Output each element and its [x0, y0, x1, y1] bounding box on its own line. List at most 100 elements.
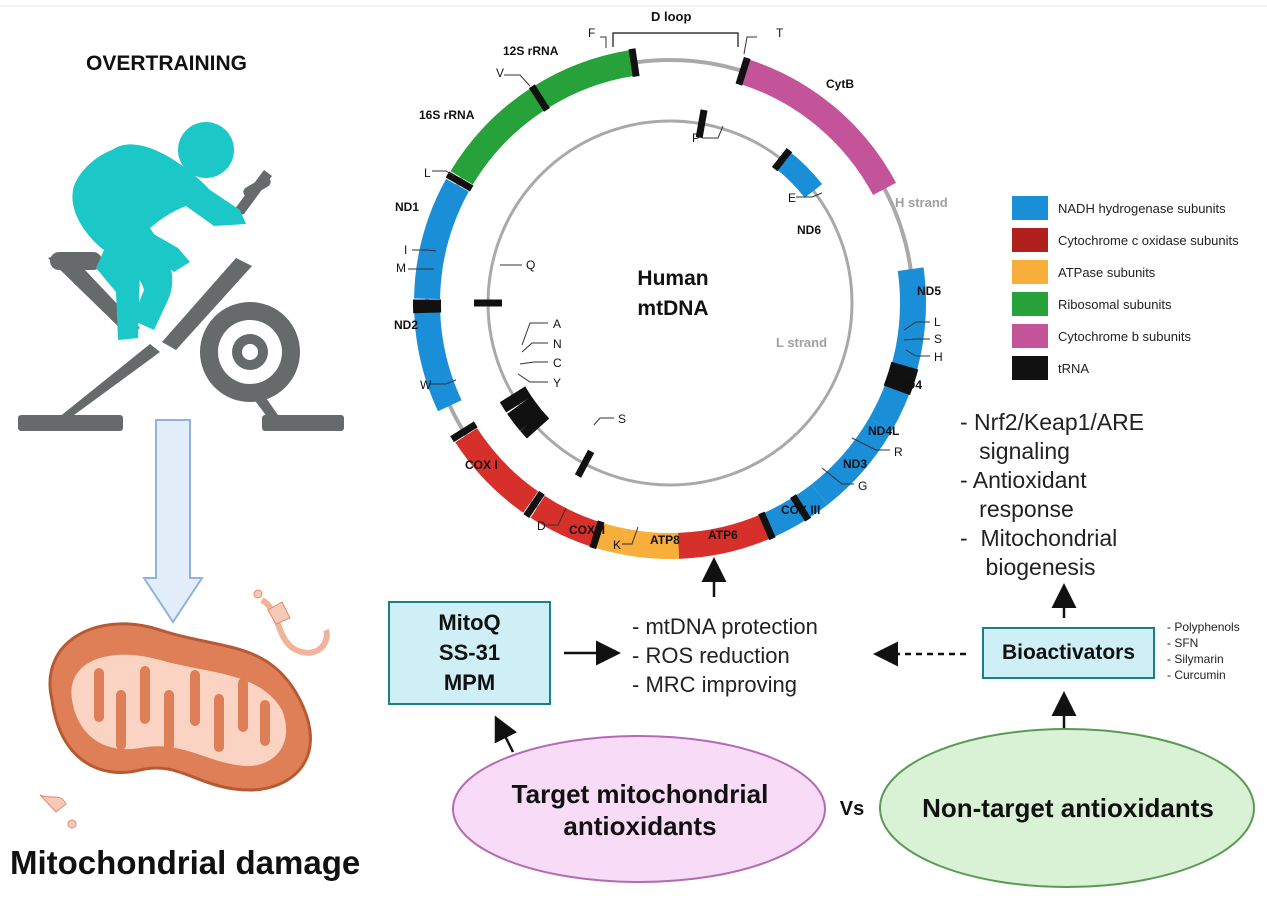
nrf2-line: - Nrf2/Keap1/ARE	[960, 409, 1145, 435]
trna-label-p: P	[692, 131, 701, 145]
trna-leader-line	[593, 417, 614, 426]
trna-leader-line	[600, 36, 607, 48]
trna-mark-e	[771, 147, 793, 172]
target-antioxidants-label: Target mitochondrial antioxidants	[460, 770, 820, 850]
trna-mark-f	[628, 48, 640, 78]
trna-leader-line	[821, 467, 854, 485]
gene-label-cox2: COX II	[569, 523, 606, 537]
legend-item: NADH hydrogenase subunits	[1012, 192, 1239, 224]
gene-arc-12s-rrna	[534, 50, 635, 109]
h-strand-label: H strand	[895, 195, 948, 210]
legend-item: Ribosomal subunits	[1012, 288, 1239, 320]
legend-label: tRNA	[1058, 360, 1090, 376]
effects-list: - mtDNA protection - ROS reduction - MRC…	[632, 612, 818, 699]
legend-label: ATPase subunits	[1058, 264, 1156, 280]
trna-mark-p	[695, 109, 708, 139]
trna-label-g: G	[858, 479, 868, 493]
nrf2-line: biogenesis	[960, 554, 1096, 580]
nontarget-antioxidants-ellipse	[879, 728, 1255, 888]
effect-item: - ROS reduction	[632, 643, 790, 668]
effect-item: - mtDNA protection	[632, 614, 818, 639]
legend-swatch	[1012, 356, 1048, 380]
trna-mark-l1	[445, 171, 474, 192]
gene-label-atp6: ATP6	[708, 528, 738, 542]
legend-swatch	[1012, 228, 1048, 252]
trna-label-m: M	[396, 261, 406, 275]
trna-mark-l2	[888, 361, 919, 379]
trna-mark-d	[523, 490, 545, 519]
trna-leader-line	[412, 249, 437, 252]
legend-label: Cytochrome b subunits	[1058, 328, 1191, 344]
trna-mark-r	[790, 494, 812, 522]
trna-label-i: I	[404, 243, 408, 257]
cyclist-icon	[18, 122, 344, 431]
trna-leader-line	[851, 437, 890, 451]
trna-label-e: E	[788, 191, 797, 205]
trna-mark-h	[883, 377, 914, 396]
trna-label-d: D	[537, 519, 546, 533]
trna-label-v: V	[496, 66, 505, 80]
vs-label: Vs	[839, 797, 865, 820]
gene-label-nd1: ND1	[395, 200, 420, 214]
mtdna-map	[408, 32, 930, 559]
trna-label-a: A	[553, 317, 562, 331]
nontarget-antioxidants-label: Non-target antioxidants	[922, 792, 1214, 823]
legend-label: Ribosomal subunits	[1058, 296, 1172, 312]
trna-label-q: Q	[526, 258, 536, 272]
gene-label-nd6: ND6	[797, 223, 822, 237]
gene-arc-nd5	[869, 267, 926, 431]
trna-leader-line	[519, 361, 548, 365]
nrf2-line: - Antioxidant	[960, 467, 1087, 493]
gene-label-cox3: COX III	[781, 503, 821, 517]
mtdna-title: Human mtDNA	[628, 264, 718, 324]
nrf2-effects-list: - Nrf2/Keap1/ARE signaling - Antioxidant…	[960, 408, 1144, 582]
mitochondrial-damage-label: Mitochondrial damage	[10, 844, 361, 881]
trna-leader-line	[796, 192, 823, 198]
trna-mark-k	[589, 520, 605, 550]
gene-label-cox1: COX I	[465, 458, 498, 472]
bioactivators-list: - Polyphenols - SFN - Silymarin - Curcum…	[1167, 619, 1240, 683]
gene-label-atp8: ATP8	[650, 533, 680, 547]
mitochondrion-illustration	[39, 589, 330, 829]
nrf2-line: - Mitochondrial	[960, 525, 1118, 551]
trna-leader-line	[903, 338, 930, 341]
trna-label-f: F	[588, 26, 596, 40]
trna-label-s2: S	[934, 332, 943, 346]
legend-item: tRNA	[1012, 352, 1239, 384]
legend-swatch	[1012, 324, 1048, 348]
trna-label-h: H	[934, 350, 943, 364]
gene-arc-cox3	[677, 513, 775, 559]
trna-mark-c	[513, 404, 544, 431]
mito-drug: MitoQ	[438, 610, 501, 635]
gene-arc-cytb	[740, 59, 897, 196]
effect-item: - MRC improving	[632, 672, 798, 697]
mito-drug: SS-31	[438, 640, 501, 665]
trna-mark-g	[758, 511, 776, 541]
trna-label-l1: L	[424, 166, 431, 180]
mito-drugs-box: MitoQ SS-31 MPM	[388, 601, 551, 705]
legend-label: Cytochrome c oxidase subunits	[1058, 232, 1239, 248]
trna-mark-a	[499, 386, 532, 413]
gene-arc-nd6	[775, 150, 823, 198]
bioactivators-box: Bioactivators	[982, 627, 1155, 679]
trna-label-w: W	[420, 378, 432, 392]
trna-leader-line	[521, 322, 548, 346]
legend-swatch	[1012, 292, 1048, 316]
overtraining-label: OVERTRAINING	[86, 52, 248, 75]
trna-leader-line	[702, 125, 724, 139]
trna-mark-t	[735, 56, 751, 86]
legend-item: Cytochrome b subunits	[1012, 320, 1239, 352]
trna-leader-line	[521, 342, 548, 353]
gene-label-cytb: CytB	[826, 77, 855, 91]
target-line2: antioxidants	[563, 811, 717, 841]
gene-label-nd3: ND3	[843, 457, 868, 471]
trna-leader-line	[622, 526, 639, 545]
trna-mark-w	[450, 421, 478, 443]
trna-mark-s2	[886, 369, 916, 387]
mito-drug: MPM	[443, 670, 496, 695]
trna-mark-y	[520, 411, 550, 439]
trna-leader-line	[743, 36, 757, 55]
trna-label-r: R	[894, 445, 903, 459]
trna-leader-line	[903, 321, 930, 331]
